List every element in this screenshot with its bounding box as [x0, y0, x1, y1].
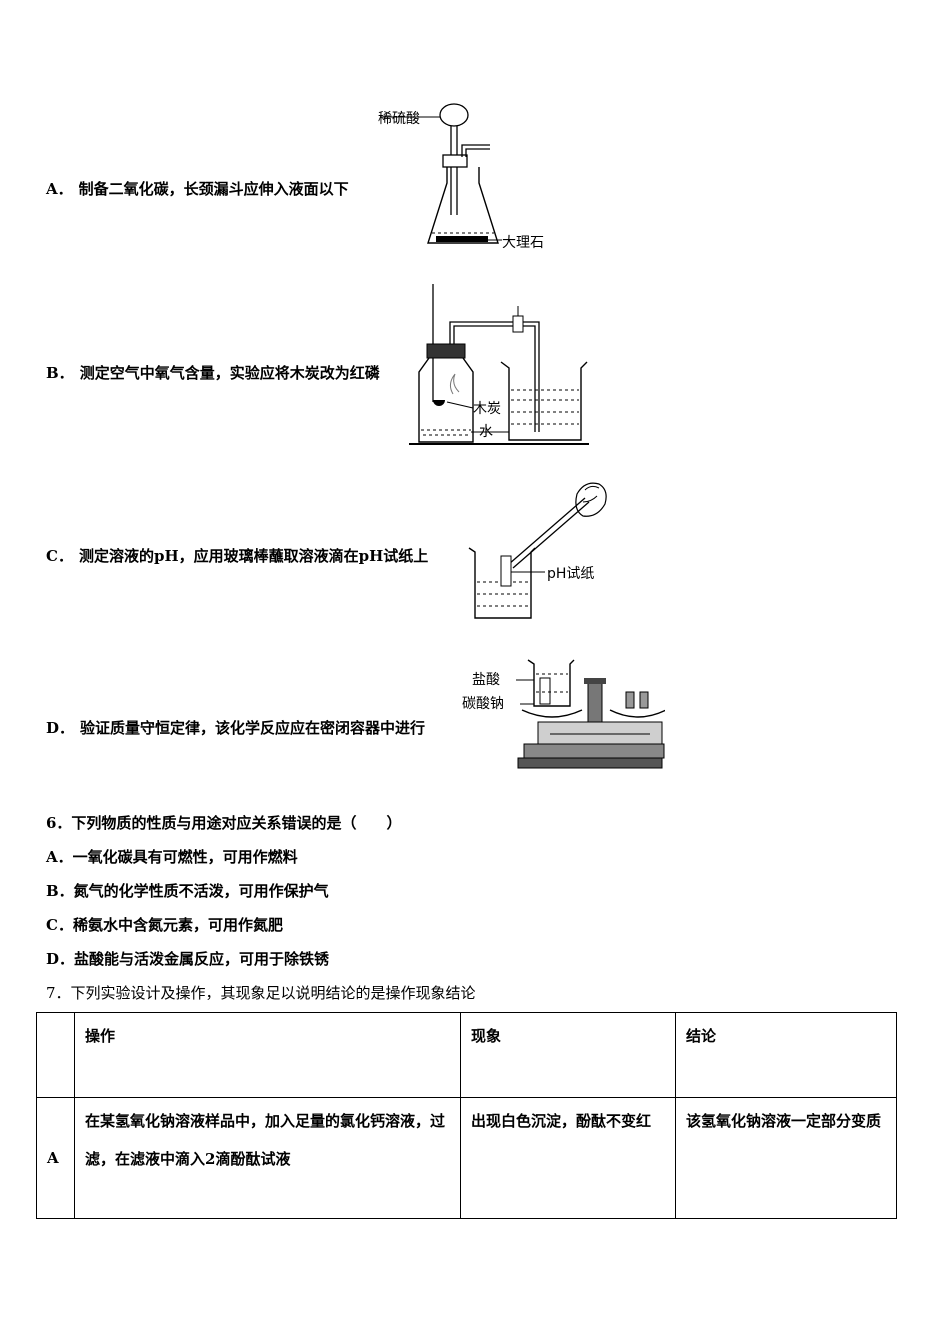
header-phenomenon: 现象: [460, 1012, 676, 1098]
table-header-row: 操作 现象 结论: [36, 1012, 897, 1098]
label-sodium-carbonate: 碳酸钠: [462, 696, 504, 712]
option-a-text: 制备二氧化碳，长颈漏斗应伸入液面以下: [78, 180, 349, 198]
mass-conservation-figure: 盐酸 碳酸钠: [462, 659, 665, 769]
option-a: A． 制备二氧化碳，长颈漏斗应伸入液面以下: [46, 178, 349, 199]
label-ph-paper: pH试纸: [547, 566, 594, 582]
q7-experiment-table: 操作 现象 结论 A 在某氢氧化钠溶液样品中，加入足量的氯化钙溶液，过滤，在滤液…: [36, 1012, 897, 1219]
q6-option-c: C．稀氨水中含氮元素，可用作氮肥: [46, 916, 283, 934]
q6-stem: 6．下列物质的性质与用途对应关系错误的是（ ）: [46, 814, 402, 832]
q6-option-a: A．一氧化碳具有可燃性，可用作燃料: [46, 848, 298, 866]
option-d-letter: D．: [46, 719, 75, 737]
option-c: C． 测定溶液的pH，应用玻璃棒蘸取溶液滴在pH试纸上: [46, 545, 428, 566]
option-c-text: 测定溶液的pH，应用玻璃棒蘸取溶液滴在pH试纸上: [78, 547, 429, 565]
table-row: A 在某氢氧化钠溶液样品中，加入足量的氯化钙溶液，过滤，在滤液中滴入2滴酚酞试液…: [36, 1097, 897, 1219]
q6-option-b: B．氮气的化学性质不活泼，可用作保护气: [46, 882, 329, 900]
header-blank: [36, 1012, 75, 1098]
header-conclusion: 结论: [675, 1012, 897, 1098]
option-b-letter: B．: [46, 364, 74, 382]
option-b-text: 测定空气中氧气含量，实验应将木炭改为红磷: [79, 364, 380, 382]
oxygen-content-apparatus-figure: 木炭 水: [409, 284, 589, 445]
ph-test-figure: pH试纸: [468, 482, 607, 619]
option-a-letter: A．: [46, 180, 73, 198]
option-c-letter: C．: [46, 547, 73, 565]
row-label-a: A: [36, 1097, 75, 1219]
header-operation: 操作: [74, 1012, 461, 1098]
label-charcoal: 木炭: [473, 401, 501, 417]
label-water: 水: [479, 424, 493, 440]
label-hydrochloric-acid: 盐酸: [472, 672, 500, 688]
option-b: B． 测定空气中氧气含量，实验应将木炭改为红磷: [46, 362, 380, 383]
label-marble: 大理石: [502, 235, 544, 251]
option-d-text: 验证质量守恒定律，该化学反应应在密闭容器中进行: [80, 719, 426, 737]
option-d: D． 验证质量守恒定律，该化学反应应在密闭容器中进行: [46, 717, 425, 738]
q7-stem: 7．下列实验设计及操作，其现象足以说明结论的是操作现象结论: [46, 984, 476, 1002]
label-dilute-sulfuric-acid: 稀硫酸: [378, 111, 420, 127]
cell-conclusion: 该氢氧化钠溶液一定部分变质: [675, 1097, 897, 1219]
q6-option-d: D．盐酸能与活泼金属反应，可用于除铁锈: [46, 950, 330, 968]
cell-phenomenon: 出现白色沉淀，酚酞不变红: [460, 1097, 676, 1219]
co2-apparatus-figure: 稀硫酸 大理石: [378, 103, 544, 251]
cell-operation: 在某氢氧化钠溶液样品中，加入足量的氯化钙溶液，过滤，在滤液中滴入2滴酚酞试液: [74, 1097, 461, 1219]
